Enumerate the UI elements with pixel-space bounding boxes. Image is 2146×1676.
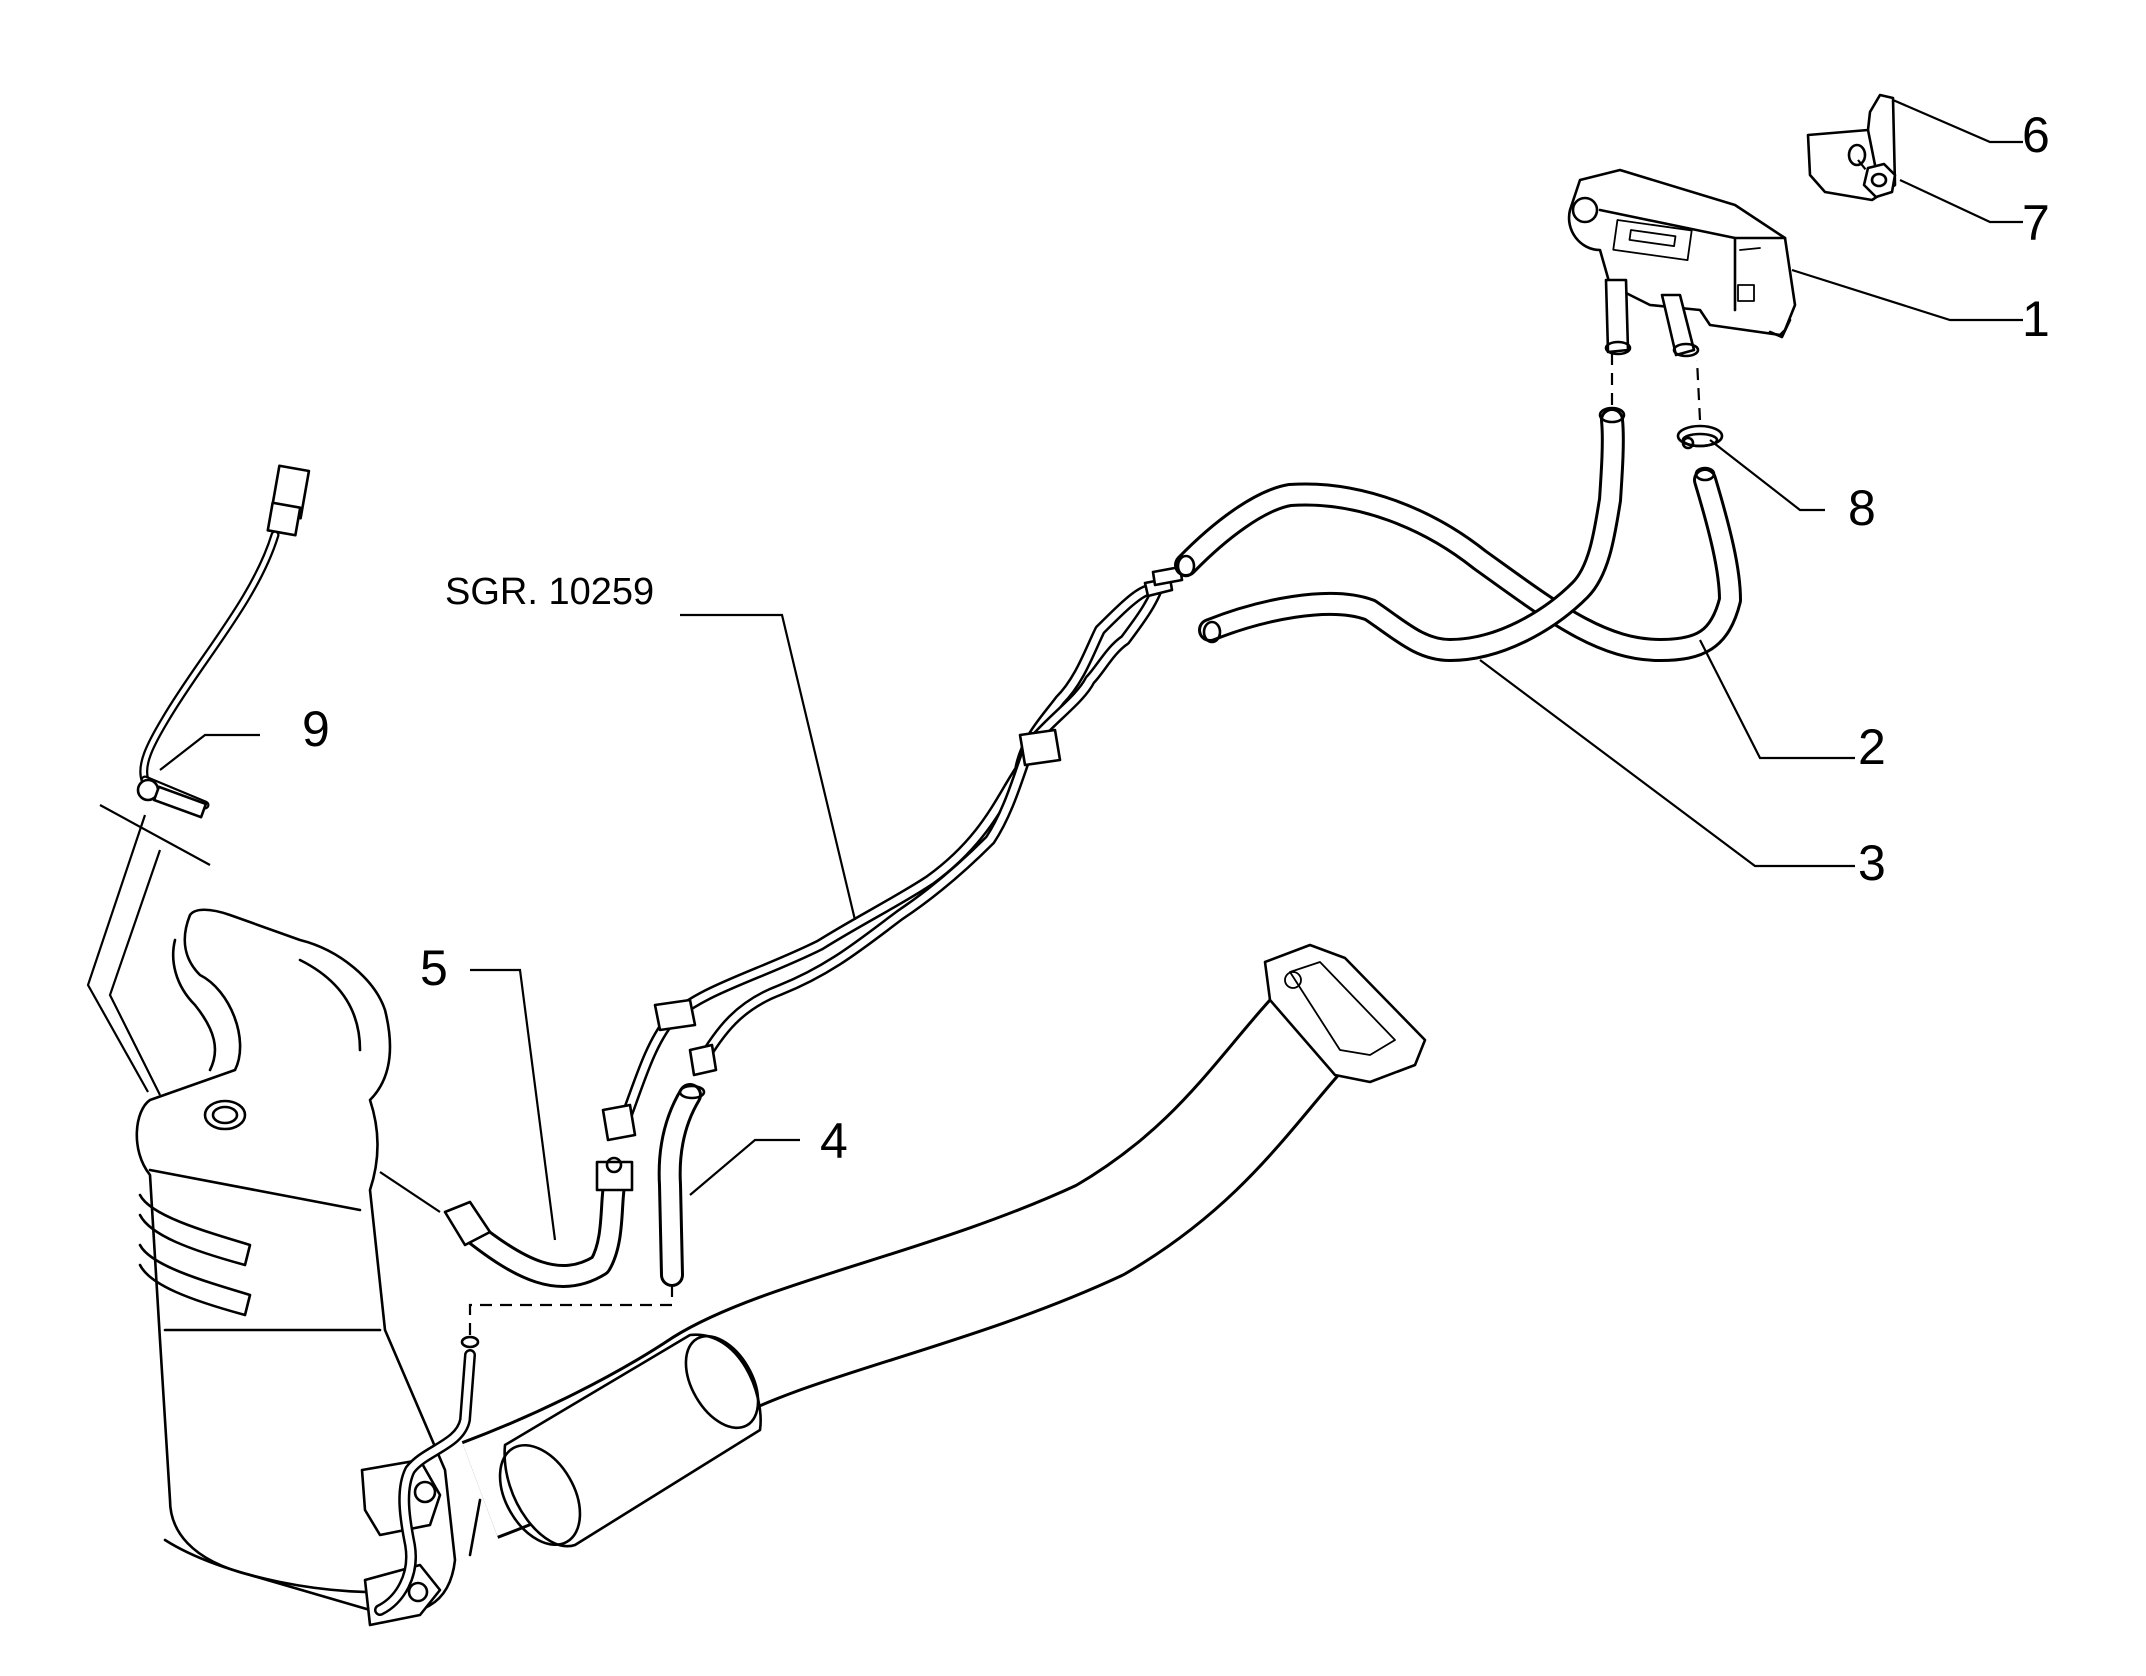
sensor-location-leaders <box>86 804 211 1096</box>
fitting-hose-part-5 <box>379 1156 634 1288</box>
callout-5: 5 <box>420 940 448 996</box>
temperature-sensor-part-9 <box>136 464 311 819</box>
callout-2: 2 <box>1858 719 1886 775</box>
dashed-alignment-line <box>468 1285 674 1335</box>
nut-part-7 <box>1862 162 1897 199</box>
callout-3: 3 <box>1858 835 1886 891</box>
sensor-tube-cat <box>374 1335 480 1616</box>
callout-9: 9 <box>302 701 330 757</box>
pressure-sensor-part-1 <box>1567 168 1797 358</box>
labels: SGR. 10259 1 2 3 4 5 6 7 8 9 <box>302 107 2050 1169</box>
dashed-line-clamp <box>1695 359 1702 421</box>
metal-pipe-assembly <box>601 565 1184 1142</box>
muffler <box>468 1333 762 1557</box>
dashed-line-nut <box>1857 159 1867 171</box>
hose-part-3 <box>1198 406 1626 662</box>
reference-label-sgr-10259: SGR. 10259 <box>445 571 654 613</box>
callout-4: 4 <box>820 1113 848 1169</box>
callout-8: 8 <box>1848 480 1876 536</box>
leader-lines <box>159 98 2023 1241</box>
callout-1: 1 <box>2022 291 2050 347</box>
hose-clamp-part-8 <box>1676 424 1724 450</box>
rubber-hose-part-4 <box>657 1083 706 1287</box>
callout-6: 6 <box>2022 107 2050 163</box>
callout-7: 7 <box>2022 195 2050 251</box>
